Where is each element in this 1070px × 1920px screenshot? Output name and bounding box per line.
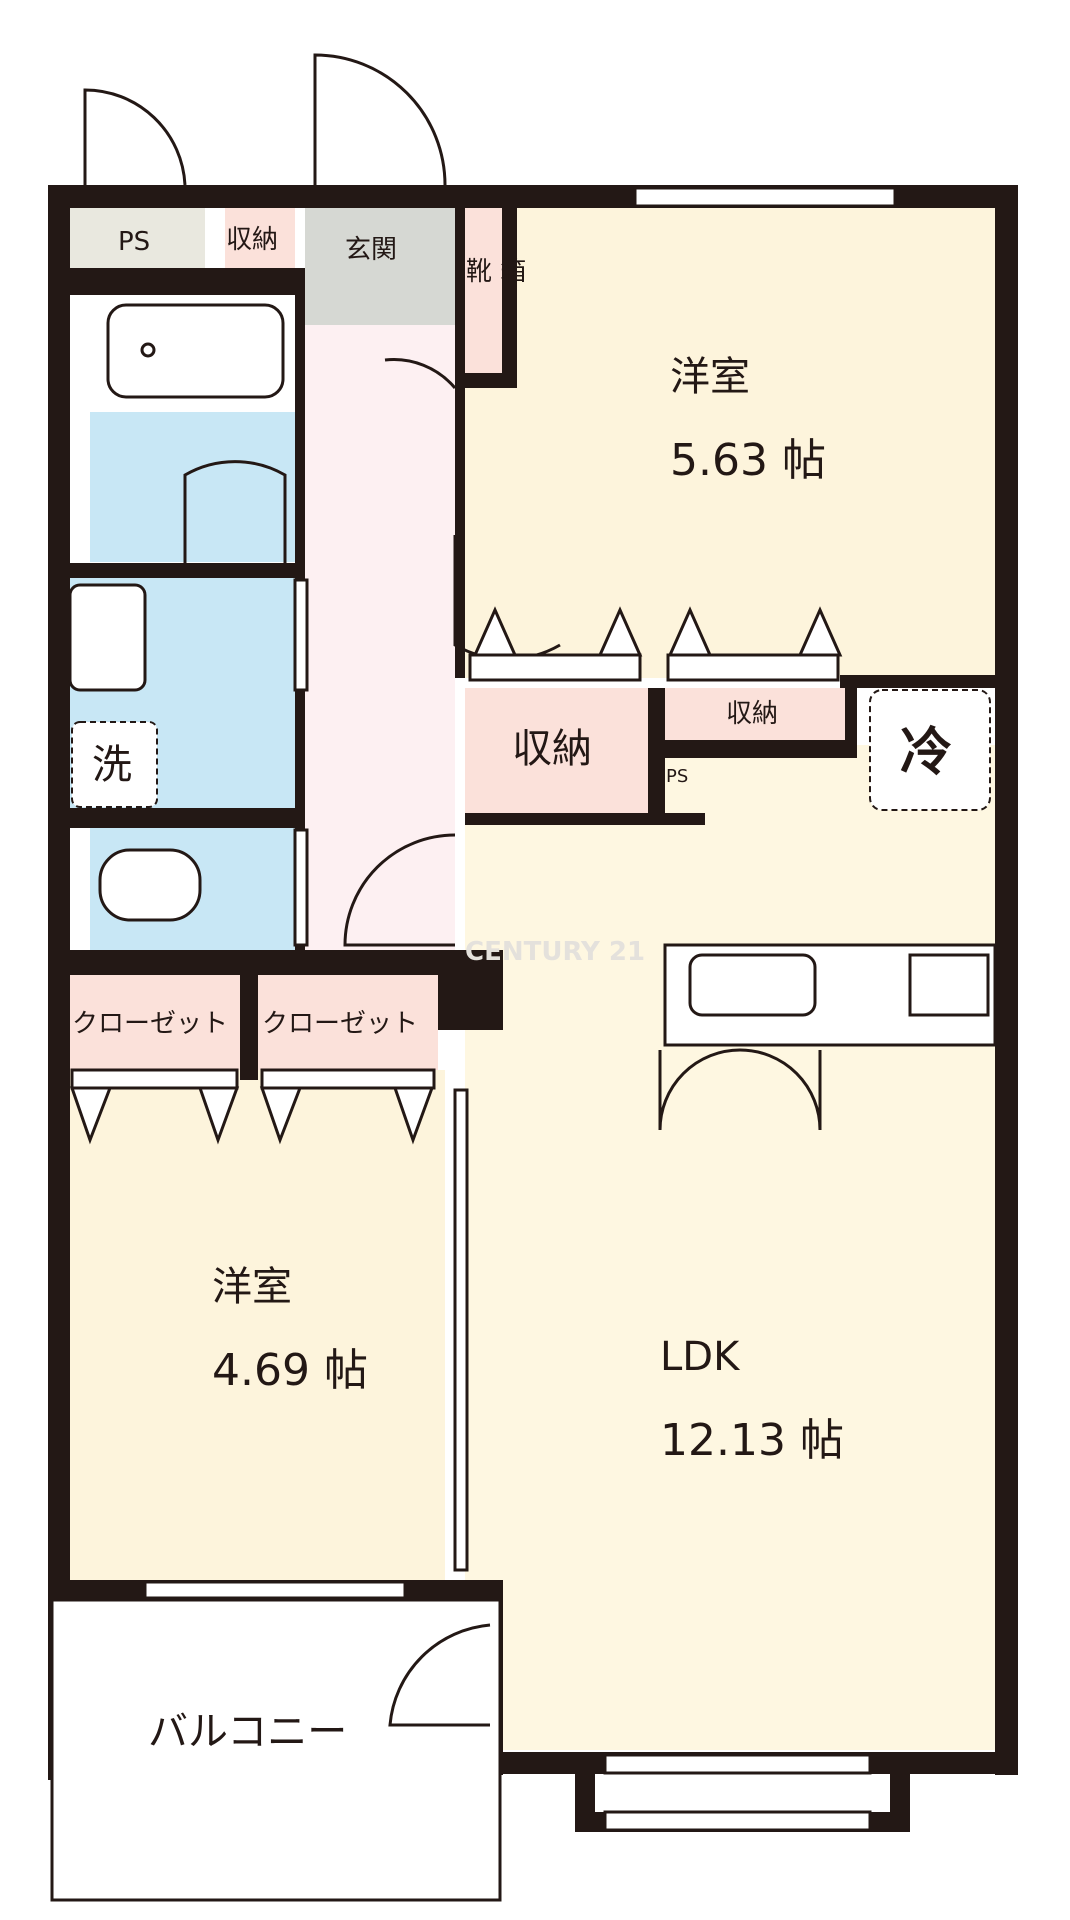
western-room-2-area: 4.69 帖: [212, 1345, 368, 1396]
sink-vanity: [68, 583, 147, 692]
fixtures: [68, 303, 997, 1047]
windows: [143, 186, 897, 1832]
ldk-label: LDK: [660, 1334, 741, 1380]
washer-label: 洗: [92, 742, 132, 788]
western-room-2-label: 洋室: [212, 1264, 292, 1310]
closet-left-box: [70, 975, 240, 1070]
fridge-label: 冷: [900, 723, 952, 783]
storage-top-box: [225, 208, 295, 268]
storage-top-label: 収納: [226, 225, 278, 255]
balcony-area: [50, 1598, 502, 1902]
entrance-floor: [305, 208, 455, 325]
closet-doors: [69, 606, 843, 1145]
shoe-cabinet-box: [462, 208, 502, 373]
storage-small-box: [665, 688, 845, 740]
closet-left-label: クローゼット: [72, 1009, 228, 1039]
western-room-1-label: 洋室: [670, 354, 750, 400]
balcony-label: バルコニー: [148, 1709, 347, 1755]
storage-small-label: 収納: [726, 699, 778, 729]
doors: [83, 53, 822, 1727]
hall-floor: [305, 325, 455, 955]
shoe-cabinet-label: 靴 箱: [466, 257, 526, 287]
stove: [908, 953, 990, 1017]
entrance-label: 玄関: [345, 235, 397, 265]
watermark: CENTURY 21: [465, 937, 645, 967]
ldk-area: 12.13 帖: [660, 1415, 844, 1466]
ps-small-label: PS: [666, 766, 688, 787]
closet-right-box: [258, 975, 438, 1070]
ps-top-box: [70, 208, 205, 268]
storage-mid-label: 収納: [512, 726, 592, 772]
toilet: [98, 848, 202, 922]
sliding-doors: [293, 578, 469, 1572]
fridge-box: [869, 689, 991, 811]
western-room-1-area: 5.63 帖: [670, 435, 826, 486]
bathtub: [106, 303, 285, 399]
washroom-floor: [90, 412, 295, 562]
washer-box: [71, 721, 158, 808]
western-room-1-floor: [465, 208, 995, 678]
ps-top-label: PS: [118, 227, 150, 257]
western-room-2-floor: [70, 1070, 445, 1580]
closet-right-label: クローゼット: [262, 1009, 418, 1039]
kitchen-sink: [688, 953, 817, 1017]
storage-mid-box: [465, 688, 648, 813]
